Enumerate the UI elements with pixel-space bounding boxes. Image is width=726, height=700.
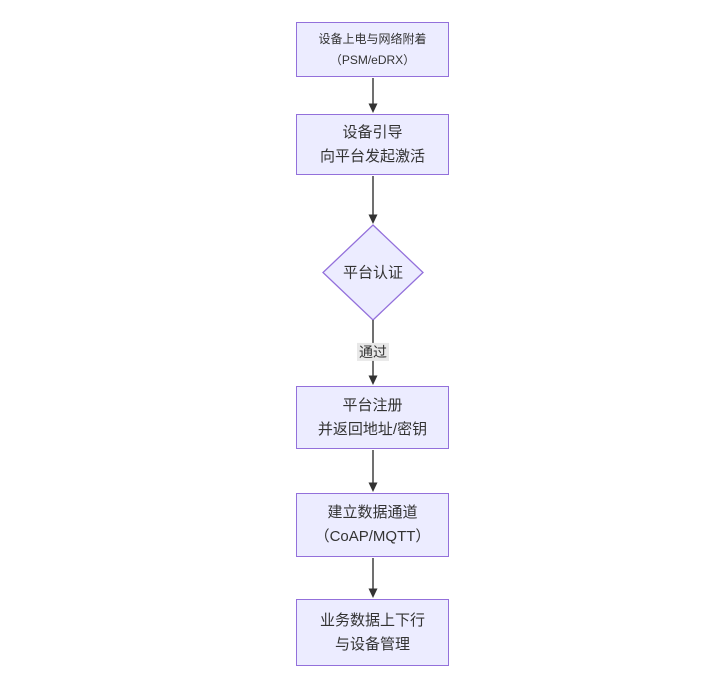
flow-arrow-5 (368, 558, 378, 598)
flow-arrow-2 (368, 176, 378, 224)
node-label-line: 平台注册 (342, 396, 403, 414)
decision-label: 平台认证 (342, 264, 404, 282)
flow-arrow-4 (368, 450, 378, 492)
edge-label-pass: 通过 (357, 342, 389, 362)
node-label-line: 建立数据通道 (327, 504, 418, 522)
node-label-line: 并返回地址/密钥 (317, 420, 428, 438)
node-label-line: 设备上电与网络附着 (318, 32, 427, 47)
node-label-line: 向平台发起激活 (319, 147, 425, 165)
flow-node-platform-register: 平台注册 并返回地址/密钥 (296, 386, 449, 449)
node-label-line: （CoAP/MQTT） (314, 528, 431, 545)
flow-node-business-mgmt: 业务数据上下行 与设备管理 (296, 599, 449, 666)
flow-arrow-1 (368, 78, 378, 113)
node-label-line: 设备引导 (342, 123, 403, 141)
flow-node-bootstrap-activate: 设备引导 向平台发起激活 (296, 114, 449, 175)
flow-node-power-attach: 设备上电与网络附着 （PSM/eDRX） (296, 22, 449, 77)
flow-node-data-channel: 建立数据通道 （CoAP/MQTT） (296, 493, 449, 557)
node-label-line: 与设备管理 (334, 635, 410, 653)
node-label-line: （PSM/eDRX） (329, 52, 416, 67)
node-label-line: 业务数据上下行 (319, 611, 425, 629)
